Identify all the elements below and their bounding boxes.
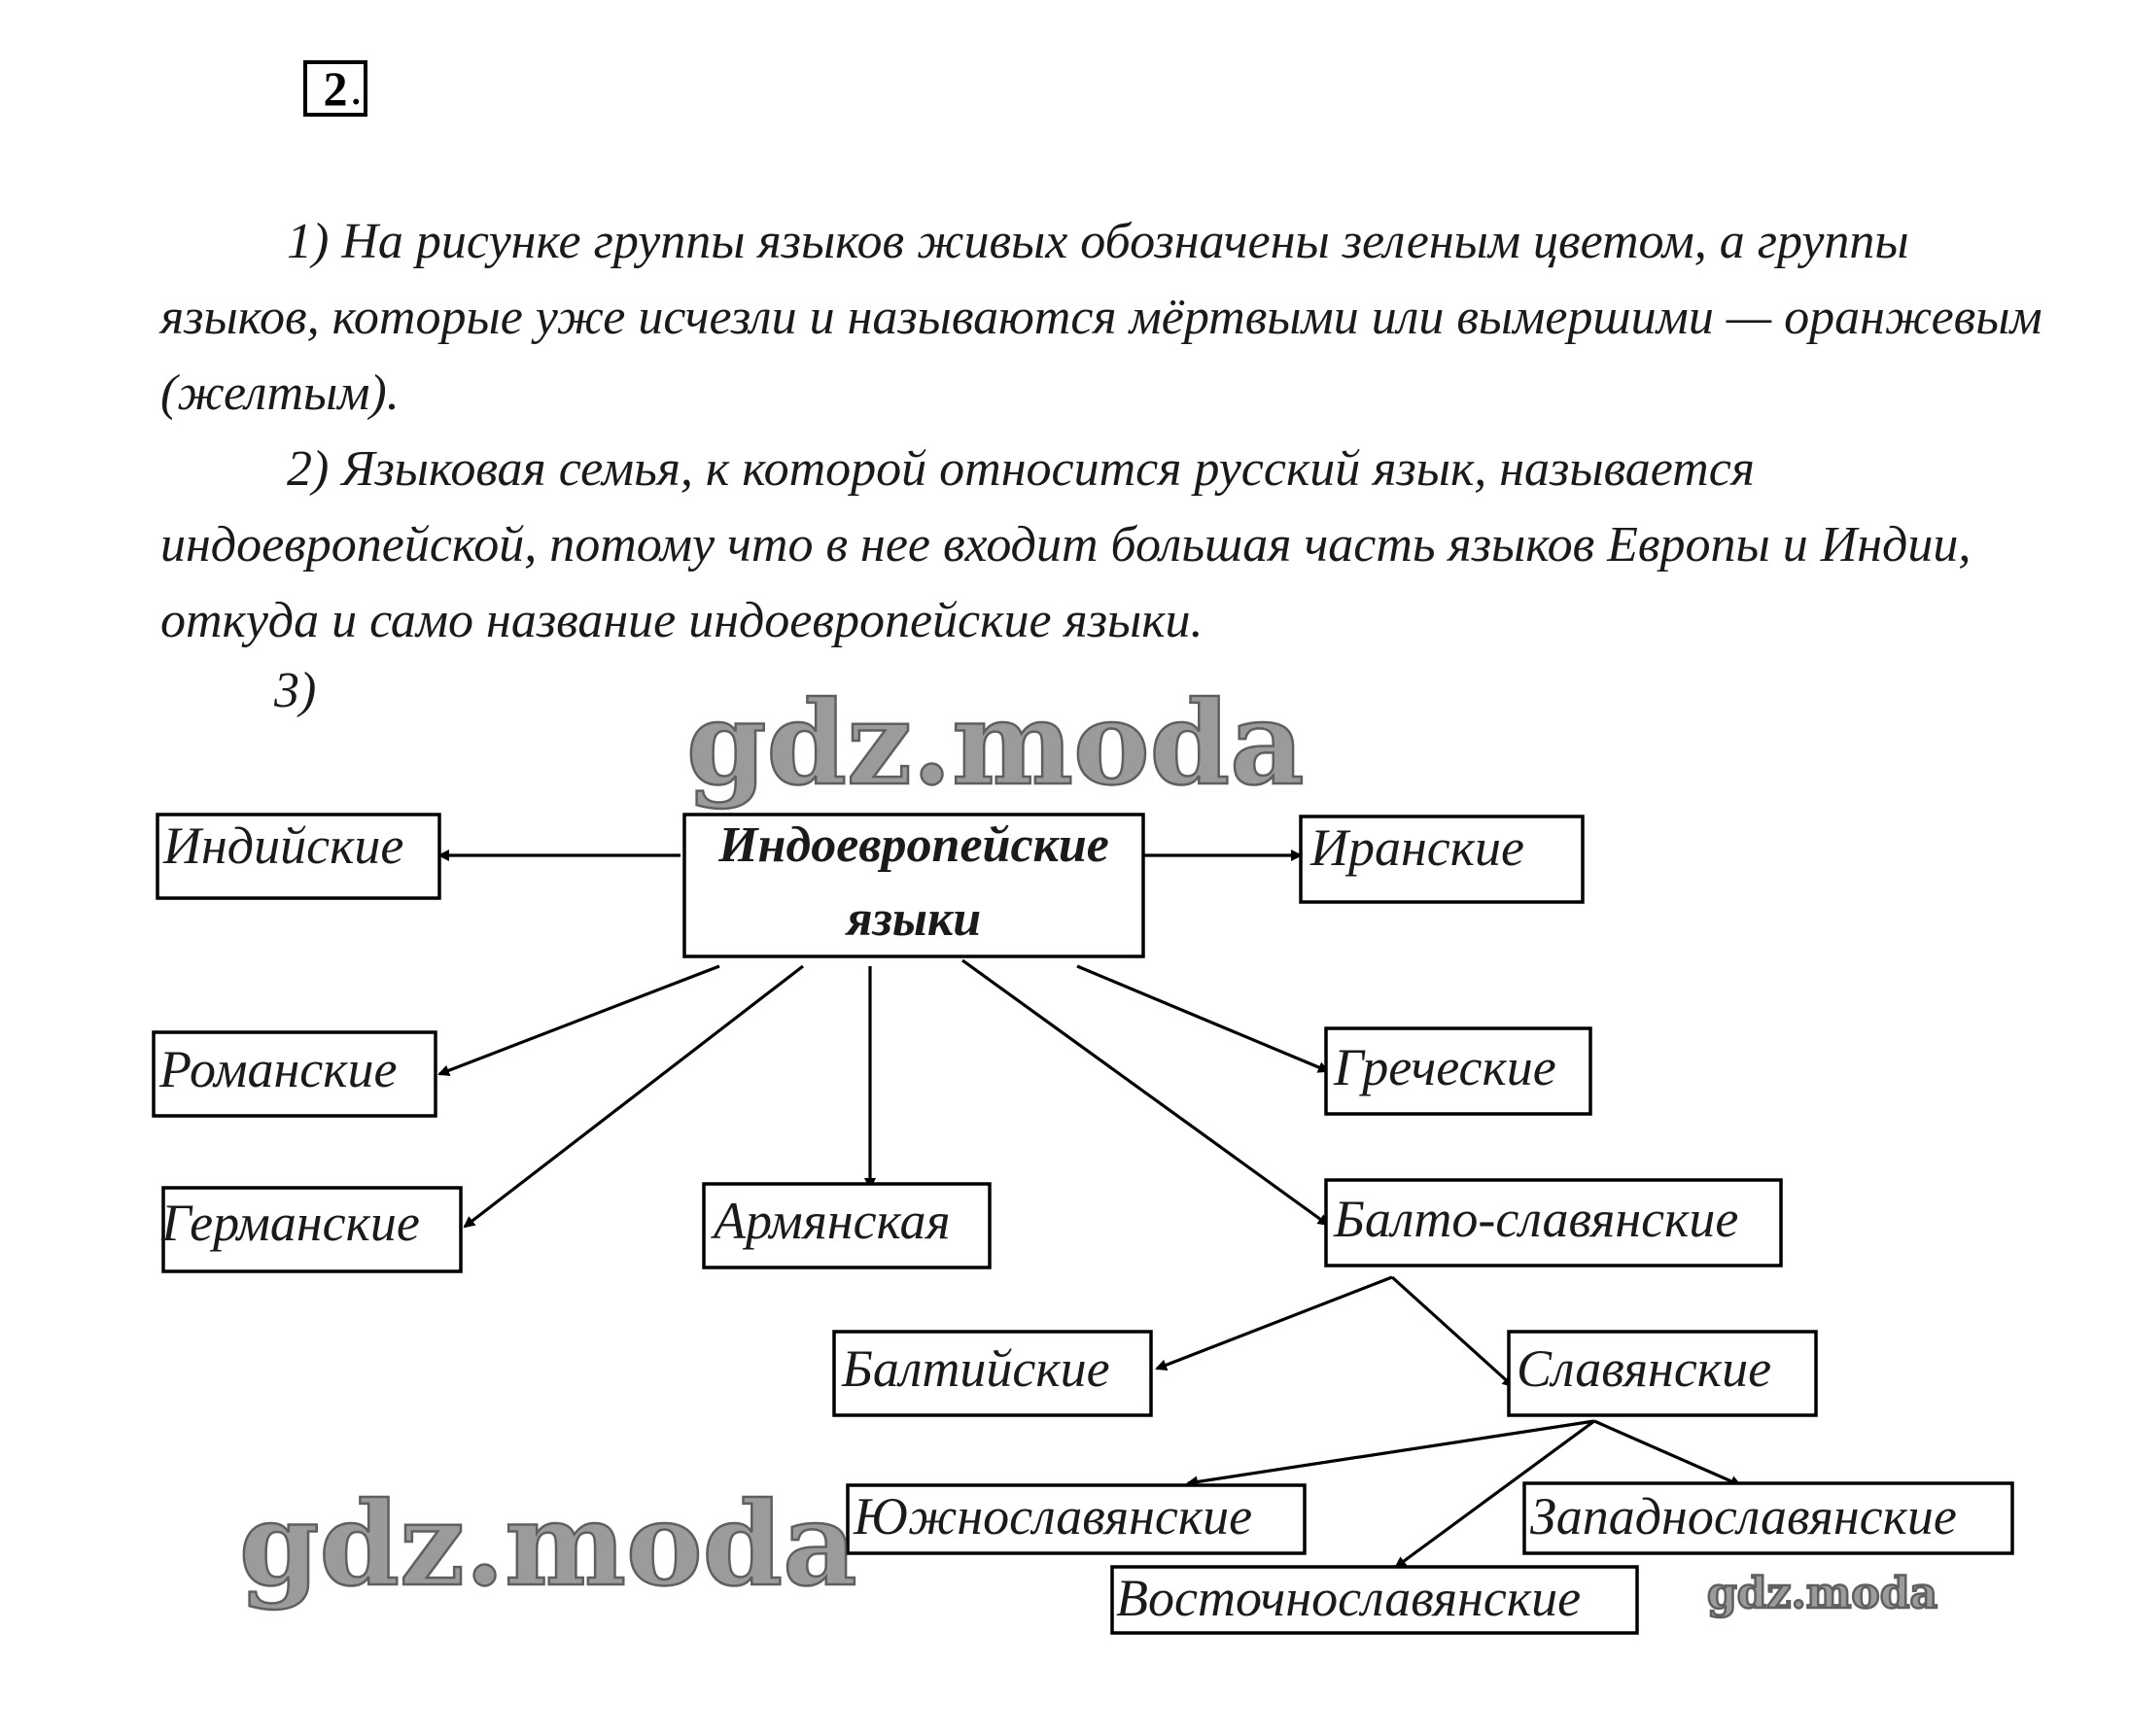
node-label-indian: Индийские (162, 816, 403, 875)
node-root: Индоевропейские языки (682, 813, 1145, 958)
node-label-balto-slavic: Балто-славянские (1333, 1190, 1738, 1248)
answer-paragraph-2: 2) Языковая семья, к которой относится р… (160, 441, 1972, 648)
edge-slavic-west (1593, 1419, 1742, 1487)
node-label-romance: Романские (158, 1040, 397, 1098)
edge-slavic-east (1394, 1419, 1595, 1569)
node-label-baltic: Балтийские (841, 1339, 1110, 1398)
task-number: 2 (323, 61, 348, 116)
node-germanic: Германские (160, 1186, 463, 1273)
root-label-line2: языки (845, 891, 981, 947)
node-east-slavic: Восточнославянские (1110, 1565, 1639, 1635)
task-number-box: 2 (303, 60, 367, 117)
node-label-west-slavic: Западнославянские (1530, 1487, 1957, 1545)
edge-baltoslavic-slavic (1390, 1275, 1515, 1388)
node-baltic: Балтийские (832, 1330, 1153, 1417)
edge-root-germanic (463, 964, 804, 1229)
node-label-slavic: Славянские (1517, 1339, 1771, 1398)
watermark-bottom: gdz.moda (239, 1476, 857, 1612)
edge-baltoslavic-baltic (1155, 1275, 1393, 1371)
node-label-iranian: Иранские (1309, 818, 1524, 877)
node-south-slavic: Южнославянские (846, 1483, 1307, 1555)
node-romance: Романские (152, 1030, 437, 1118)
node-iranian: Иранские (1299, 815, 1585, 904)
node-label-south-slavic: Южнославянские (853, 1487, 1252, 1545)
edge-root-romance (437, 964, 720, 1077)
answer-text: 1) На рисунке группы языков живых обозна… (160, 204, 2056, 659)
node-label-greek: Греческие (1333, 1038, 1556, 1096)
edge-root-greek (1076, 964, 1330, 1073)
node-label-armenian: Армянская (711, 1192, 951, 1250)
node-label-east-slavic: Восточнославянские (1116, 1569, 1581, 1627)
edge-root-balto-slavic (961, 958, 1330, 1227)
node-balto-slavic: Балто-славянские (1324, 1178, 1783, 1267)
edge-slavic-south (1186, 1419, 1595, 1488)
watermark-small: gdz.moda (1707, 1569, 1937, 1618)
node-indian: Индийские (156, 813, 441, 900)
node-west-slavic: Западнославянские (1522, 1481, 2014, 1555)
node-armenian: Армянская (702, 1182, 992, 1269)
step-3-label: 3) (274, 663, 317, 718)
node-slavic: Славянские (1507, 1330, 1818, 1417)
task-number-dot: . (350, 60, 363, 115)
node-greek: Греческие (1324, 1026, 1592, 1116)
answer-paragraph-1: 1) На рисунке группы языков живых обозна… (160, 214, 2042, 421)
watermark-top: gdz.moda (686, 676, 1305, 811)
node-label-germanic: Германские (160, 1194, 420, 1252)
root-label-line1: Индоевропейские (717, 817, 1109, 873)
